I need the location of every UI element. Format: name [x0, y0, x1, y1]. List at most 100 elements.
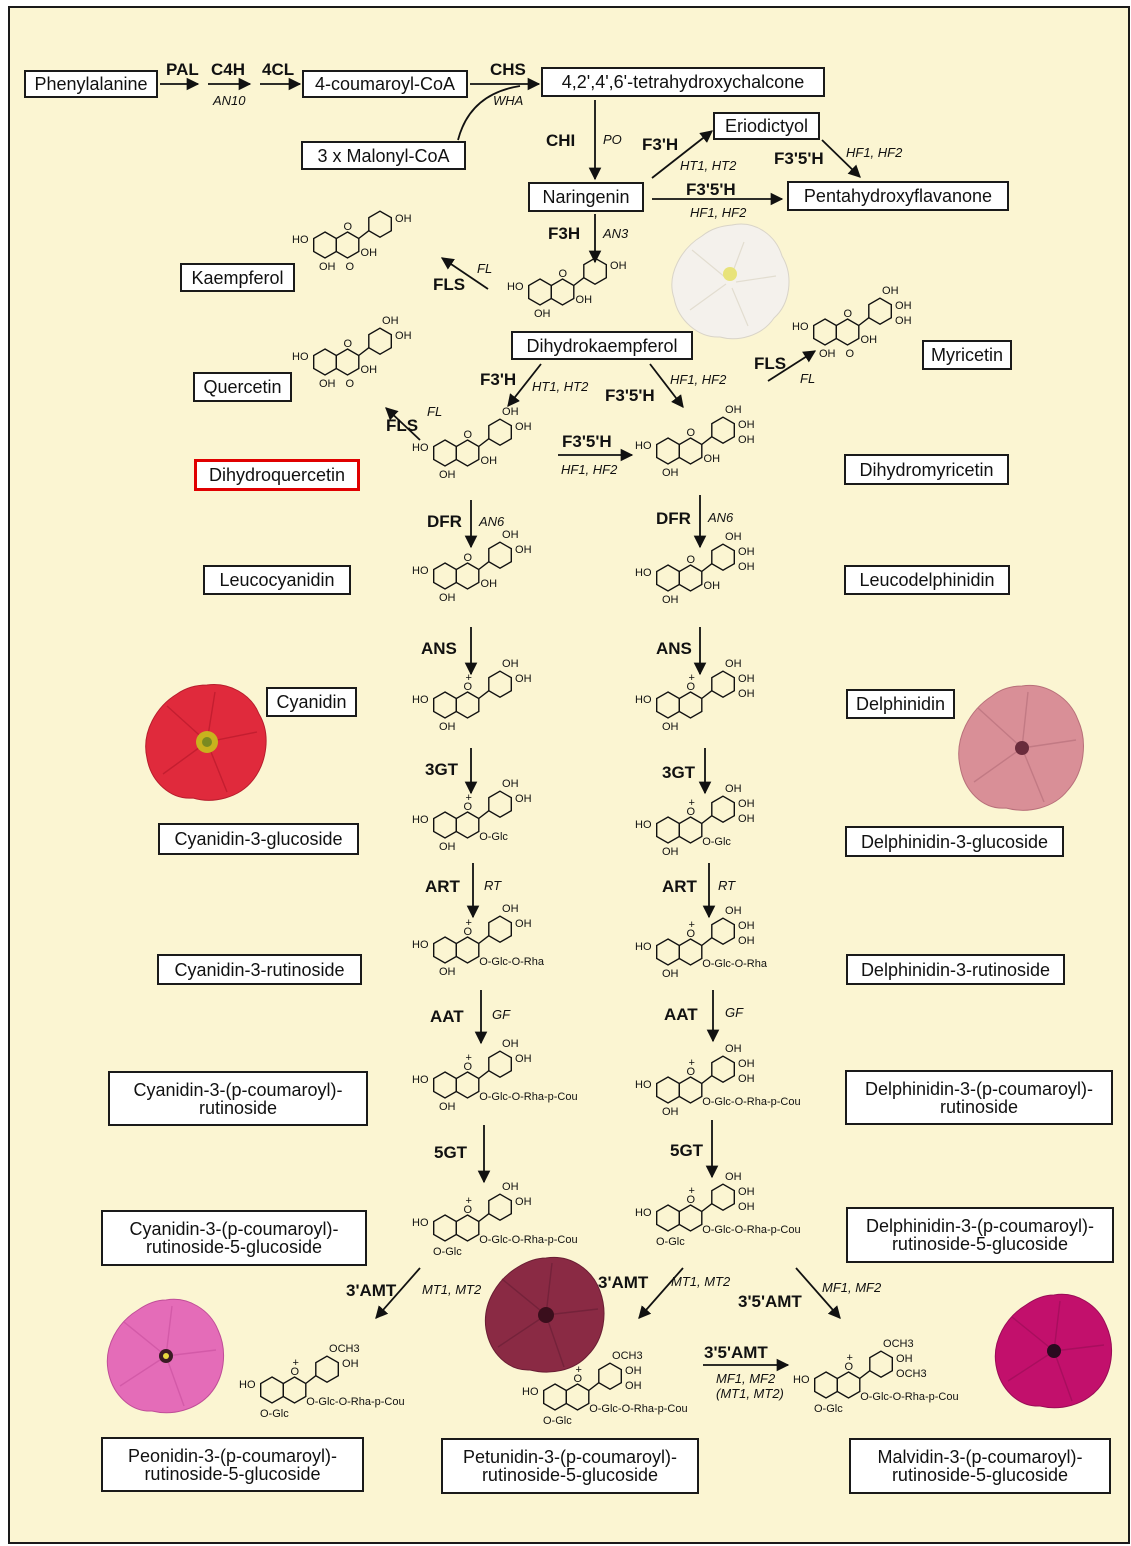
flower-magenta — [995, 1294, 1111, 1407]
structure-quercetin: HOOOHOOHOHOH — [292, 315, 412, 390]
b-oh-label: OH — [738, 1073, 755, 1085]
ho-label: HO — [635, 440, 652, 452]
o-label: O — [344, 338, 353, 350]
enzyme-chi: CHI — [546, 131, 575, 151]
b-oh-label: OH — [725, 1043, 742, 1055]
b-oh-label: OH — [515, 1053, 532, 1065]
ho-label: HO — [635, 941, 652, 953]
enzyme-5gt-left: 5GT — [434, 1143, 467, 1163]
flower-pale-pink — [959, 685, 1084, 810]
b-oh-label: OH — [342, 1358, 359, 1370]
gene-rt-right: RT — [718, 878, 735, 893]
oh3-label: OH — [361, 247, 378, 259]
gene-hf-cross: HF1, HF2 — [561, 462, 617, 477]
substituent-label: O-Glc-O-Rha-p-Cou — [479, 1234, 577, 1246]
oh-label: OH — [319, 261, 336, 273]
structure-peonidin: HOO+O-GlcO-Glc-O-Rha-p-CouOCH3OH — [239, 1343, 405, 1420]
structure-delphinidin-coumaroyl: HOO+OHO-Glc-O-Rha-p-CouOHOHOH — [635, 1043, 801, 1118]
enzyme-c4h: C4H — [211, 60, 245, 80]
gene-po: PO — [603, 132, 622, 147]
gene-an6-right: AN6 — [708, 510, 733, 525]
ho-label: HO — [507, 281, 524, 293]
gene-ht-top: HT1, HT2 — [680, 158, 736, 173]
oh-label: OH — [319, 378, 336, 390]
b-oh-label: OH — [610, 260, 627, 272]
b-och3-label: OCH3 — [896, 1368, 927, 1380]
b-oh-label: OH — [395, 213, 412, 225]
plus-label: + — [689, 1185, 695, 1197]
b-oh-label: OH — [738, 546, 755, 558]
chemical-structures: HOOOHOOHOHHOOOHOHOHHOOOHOOHOHOHHOOOHOOHO… — [239, 211, 959, 1427]
gene-mt-middle: MT1, MT2 — [671, 1274, 730, 1289]
ho-label: HO — [793, 1374, 810, 1386]
enzyme-3gt-right: 3GT — [662, 763, 695, 783]
enzyme-aat-left: AAT — [430, 1007, 464, 1027]
oh-label: OH — [439, 469, 456, 481]
enzyme-4cl: 4CL — [262, 60, 294, 80]
plus-label: + — [466, 1195, 472, 1207]
ho-label: HO — [792, 321, 809, 333]
plus-label: + — [689, 1057, 695, 1069]
gene-mt-horizontal: (MT1, MT2) — [716, 1386, 784, 1401]
ho-label: HO — [522, 1386, 539, 1398]
o-label: O — [559, 268, 568, 280]
flower-white — [672, 224, 789, 339]
ho-label: HO — [412, 1074, 429, 1086]
b-oh-label: OH — [896, 1353, 913, 1365]
b-oh-label: OH — [738, 1058, 755, 1070]
enzyme-dfr-right: DFR — [656, 509, 691, 529]
oh-label: OH — [819, 348, 836, 360]
ho-label: HO — [412, 1217, 429, 1229]
oh3-label: OH — [481, 578, 498, 590]
oh-label: OH — [662, 467, 679, 479]
enzyme-3amt-middle: 3'AMT — [598, 1273, 648, 1293]
ho-label: HO — [292, 351, 309, 363]
oh3-label: OH — [576, 294, 593, 306]
b-oh-label: OH — [895, 315, 912, 327]
substituent-label: O-Glc — [702, 836, 731, 848]
ho-label: HO — [239, 1379, 256, 1391]
b-oh-label: OH — [738, 1201, 755, 1213]
b-oh-label: OH — [895, 300, 912, 312]
b-oh-label: OH — [738, 920, 755, 932]
b-oh-label: OH — [502, 1181, 519, 1193]
gene-mf-right: MF1, MF2 — [822, 1280, 881, 1295]
enzyme-ans-left: ANS — [421, 639, 457, 659]
structure-cyanidin-3-rutinoside: HOO+OHO-Glc-O-RhaOHOH — [412, 903, 545, 978]
b-oh-label: OH — [515, 421, 532, 433]
gene-mf-horizontal: MF1, MF2 — [716, 1371, 775, 1386]
oh3-label: OH — [361, 364, 378, 376]
structure-cyanidin-coumaroyl-glc: HOO+O-GlcO-Glc-O-Rha-p-CouOHOH — [412, 1181, 578, 1258]
b-oh-label: OH — [738, 813, 755, 825]
oh-label: OH — [439, 1101, 456, 1113]
enzyme-chs: CHS — [490, 60, 526, 80]
b-oh-label: OH — [738, 673, 755, 685]
flower-pink — [107, 1299, 223, 1412]
b-oh-label: OH — [515, 918, 532, 930]
gene-fl-quercetin: FL — [427, 404, 442, 419]
ho-label: HO — [412, 565, 429, 577]
o-label: O — [844, 308, 853, 320]
enzyme-fls-quercetin: FLS — [386, 416, 418, 436]
o-glc-label: O-Glc — [433, 1246, 462, 1258]
flower-burgundy — [485, 1257, 604, 1372]
enzyme-35amt-right: 3'5'AMT — [738, 1292, 802, 1312]
gene-hf-top: HF1, HF2 — [846, 145, 902, 160]
plus-label: + — [847, 1352, 853, 1364]
ho-label: HO — [292, 234, 309, 246]
substituent-label: O-Glc-O-Rha — [479, 956, 545, 968]
enzyme-f3h-top: F3'H — [642, 135, 678, 155]
b-oh-label: OH — [725, 404, 742, 416]
b-oh-label: OH — [502, 406, 519, 418]
ho-label: HO — [635, 694, 652, 706]
plus-label: + — [293, 1357, 299, 1369]
flower-red — [146, 685, 266, 801]
b-oh-label: OH — [625, 1365, 642, 1377]
substituent-label: O-Glc-O-Rha-p-Cou — [860, 1391, 958, 1403]
plus-label: + — [466, 917, 472, 929]
